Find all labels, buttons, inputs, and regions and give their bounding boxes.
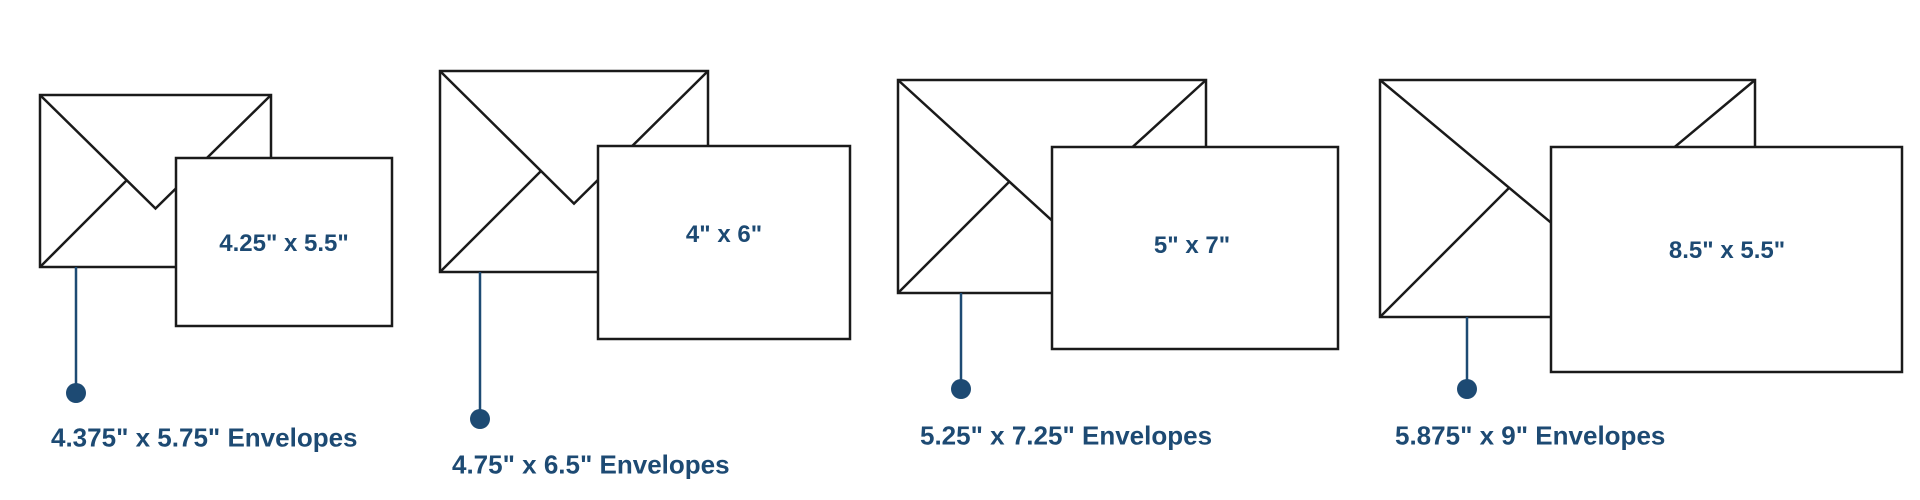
envelope-size-label: 4.375" x 5.75" Envelopes [51,422,358,453]
pointer-dot [951,379,971,399]
pointer-dot [1457,379,1477,399]
card-outline [1050,145,1340,351]
envelope-size-label: 4.75" x 6.5" Envelopes [452,449,730,480]
card-outline [596,144,852,341]
envelope-fold-line [897,180,1011,294]
envelope-size-label: 5.875" x 9" Envelopes [1395,420,1666,451]
envelope-size-label: 5.25" x 7.25" Envelopes [920,420,1213,451]
card-outline [1549,145,1904,374]
envelope-fold-line [439,170,542,273]
card-outline [174,156,394,328]
card-size-label: 4" x 6" [685,221,763,248]
card-size-label: 5" x 7" [1153,232,1231,259]
envelope-flap [439,70,709,206]
envelope-fold-line [39,179,128,268]
envelope-fold-line [1379,186,1511,318]
card-size-label: 4.25" x 5.5" [219,230,349,257]
pointer-dot [470,409,490,429]
envelope-flap [39,94,272,211]
card-size-label: 8.5" x 5.5" [1668,237,1786,264]
pointer-dot [66,383,86,403]
